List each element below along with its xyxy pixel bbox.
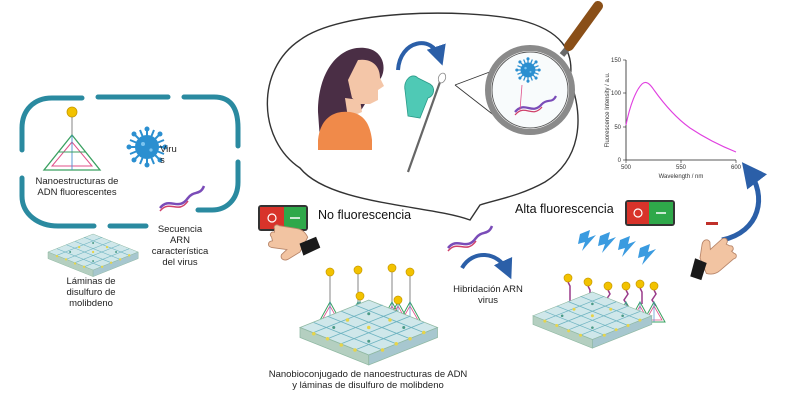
switch-high-fluorescence — [625, 200, 718, 226]
x-tick-label: 500 — [621, 165, 632, 171]
y-tick-label: 150 — [611, 58, 622, 64]
label-no-fluorescence: No fluorescencia — [318, 208, 412, 222]
x-axis-label: Wavelength / nm — [659, 174, 704, 180]
dna-probe — [318, 267, 342, 323]
hybridized-probe — [628, 279, 652, 323]
dna-probe — [346, 265, 370, 323]
x-tick-label: 550 — [676, 165, 687, 171]
hybridization-arrow — [460, 253, 513, 280]
dna-probe — [386, 295, 410, 323]
mos2-sheet-right — [532, 291, 653, 349]
label-rna-sequence: Secuencia ARN característica del virus — [151, 224, 209, 268]
x-tick-label: 600 — [731, 165, 742, 171]
swab-stick — [406, 81, 442, 173]
rna-sequence-icon — [159, 185, 206, 212]
label-hybridization: Hibridación ARN virus — [453, 284, 523, 306]
label-high-fluorescence: Alta fluorescencia — [515, 202, 614, 216]
magnified-virus-icon — [514, 56, 542, 84]
switch-no-fluorescence — [258, 205, 308, 231]
y-tick-label: 0 — [618, 158, 622, 164]
y-tick-label: 50 — [614, 125, 621, 131]
y-tick-label: 100 — [611, 91, 622, 97]
mos2-sheet-icon — [47, 233, 139, 278]
hybridized-probe — [556, 273, 580, 323]
person-icon — [318, 47, 384, 150]
swab-arrow — [396, 41, 446, 71]
magnified-rna-icon — [514, 84, 557, 116]
result-arrow — [721, 162, 768, 243]
label-mos2-sheets: Láminas de disulfuro de molibdeno — [66, 276, 116, 309]
gloved-hand-icon — [404, 75, 434, 119]
target-rna-icon — [447, 225, 494, 252]
nanobioconjugate-probes — [318, 263, 422, 323]
spectrum-curve — [625, 81, 737, 153]
hybridized-probe — [642, 281, 666, 323]
label-dna-nanostructures: Nanoestructuras de ADN fluorescentes — [35, 176, 119, 198]
legend-frame — [19, 94, 241, 229]
y-axis-label: Fluorescence Intensity / a.u. — [605, 72, 611, 147]
dna-nanostructure-icon — [42, 106, 102, 171]
dna-probe — [398, 267, 422, 323]
label-virus-line1: Viru — [160, 144, 177, 155]
spectrum-chart: 150 100 50 0 500 550 600 Wavelength / nm… — [605, 58, 742, 180]
label-nanobioconjugate: Nanobioconjugado de nanoestructuras de A… — [268, 369, 468, 391]
magnifier-icon — [454, 1, 603, 135]
label-virus: Viru s — [160, 144, 188, 166]
mos2-sheet-center — [299, 299, 439, 366]
lightning-icons — [578, 230, 656, 265]
label-virus-line2: s — [160, 155, 165, 166]
hybridized-probe — [614, 281, 638, 323]
dna-probe — [380, 263, 404, 323]
swab-tip — [437, 72, 447, 84]
